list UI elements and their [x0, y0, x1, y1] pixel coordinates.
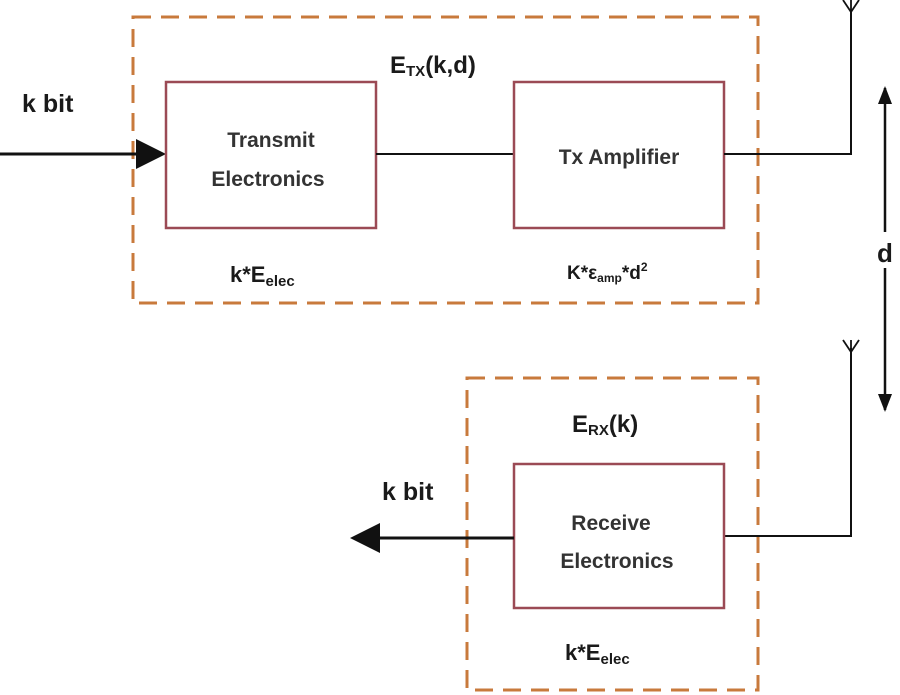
distance-arrow-top-head: [878, 86, 892, 104]
receiver-group-border: [465, 376, 760, 692]
distance-label-backing: [872, 232, 898, 268]
input-k-bit-label: k bit: [22, 90, 74, 118]
transmitter-energy-label: ETX(k,d): [390, 52, 476, 80]
transmit-antenna-feed: [724, 10, 852, 155]
distance-arrow-bottom-head: [878, 394, 892, 412]
transmit-electronics-line1: Transmit: [227, 129, 315, 152]
tx-amplifier-block: [512, 80, 726, 230]
transmit-electronics-energy: k*Eelec: [230, 262, 295, 290]
receive-electronics-energy: k*Eelec: [565, 640, 630, 668]
transmitter-group-border: [131, 15, 760, 305]
distance-label: d: [877, 238, 893, 268]
receive-antenna-feed: [724, 348, 852, 537]
tx-amplifier-energy: K*εamp*d2: [567, 260, 648, 285]
receive-electronics-block: [512, 462, 726, 610]
receive-electronics-line1: Receive: [571, 512, 650, 535]
receive-antenna-icon: [842, 339, 860, 353]
receiver-energy-label: ERX(k): [572, 411, 638, 439]
transmit-electronics-line2: Electronics: [211, 168, 324, 191]
output-k-bit-label: k bit: [382, 478, 434, 506]
transmit-antenna-icon: [842, 0, 860, 13]
tx-amplifier-label: Tx Amplifier: [559, 146, 680, 169]
receive-electronics-line2: Electronics: [560, 550, 673, 573]
transmit-electronics-block: [164, 80, 378, 230]
